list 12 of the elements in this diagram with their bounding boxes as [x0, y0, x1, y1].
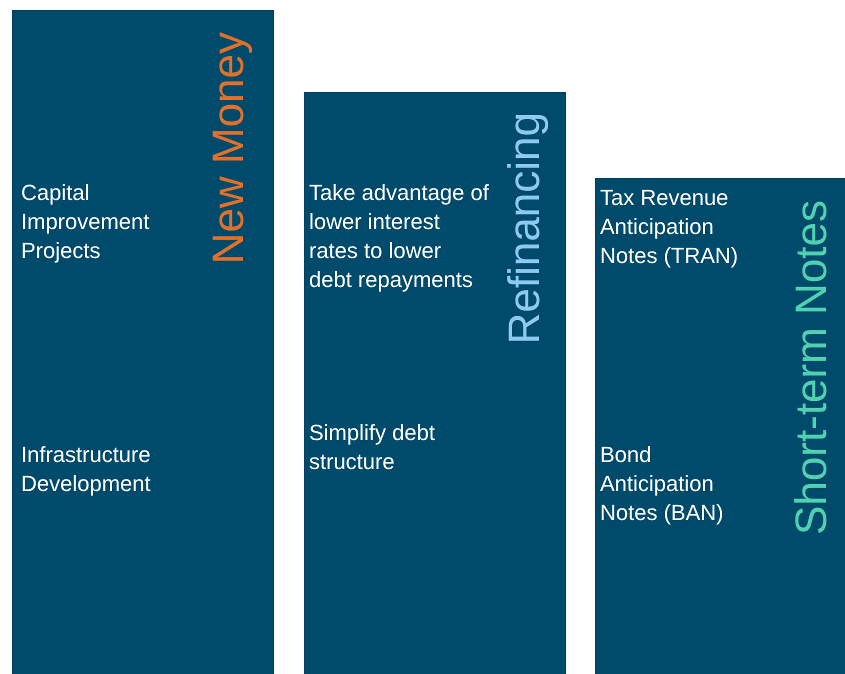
column-text: Simplify debt structure — [309, 419, 436, 476]
category-column — [12, 10, 274, 674]
column-text: Capital Improvement Projects — [21, 179, 150, 265]
column-title: New Money — [206, 32, 252, 264]
column-title: Refinancing — [502, 112, 548, 344]
column-title: Short-term Notes — [789, 200, 835, 535]
column-text: Infrastructure Development — [21, 441, 152, 498]
category-column — [304, 92, 566, 674]
column-text: Tax Revenue Anticipation Notes (TRAN) — [600, 184, 740, 270]
category-column — [595, 178, 845, 674]
column-text: Bond Anticipation Notes (BAN) — [600, 441, 724, 527]
column-text: Take advantage of lower interest rates to lower debt repayments — [309, 179, 489, 294]
